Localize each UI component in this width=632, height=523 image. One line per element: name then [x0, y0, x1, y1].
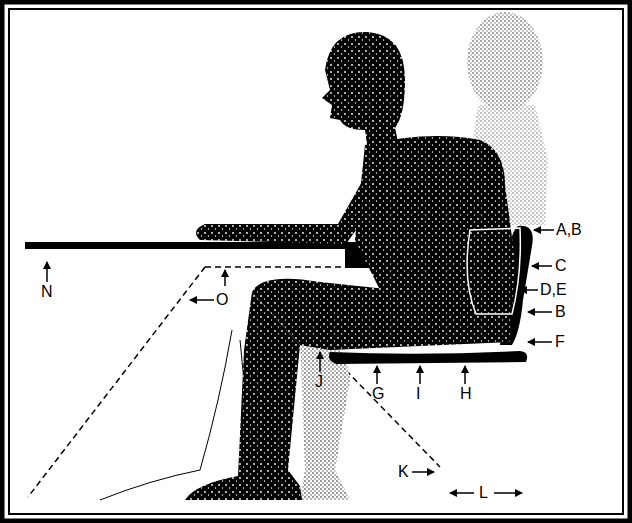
callout-letter: B	[555, 304, 566, 320]
callout-letter: A,B	[556, 222, 582, 238]
callout-arrows	[47, 230, 554, 493]
callout-letter: I	[416, 386, 420, 402]
callout-letter: O	[216, 292, 228, 308]
callout-letter: D,E	[540, 282, 567, 298]
callout-letter: G	[372, 386, 384, 402]
callout-letter: K	[398, 464, 409, 480]
callout-letter: L	[479, 485, 488, 501]
person-silhouette	[185, 32, 515, 500]
callout-letter: F	[555, 334, 565, 350]
callout-letter: J	[315, 374, 323, 390]
leg-outline	[100, 330, 245, 500]
callout-letter: C	[555, 258, 567, 274]
inner-frame	[9, 9, 623, 514]
dashed-leg-space	[28, 267, 205, 497]
callout-letter: H	[460, 386, 472, 402]
callout-letter: N	[41, 284, 53, 300]
lumbar-outline	[467, 228, 520, 314]
dashed-clearance	[205, 266, 370, 268]
chair-seat	[329, 351, 527, 364]
